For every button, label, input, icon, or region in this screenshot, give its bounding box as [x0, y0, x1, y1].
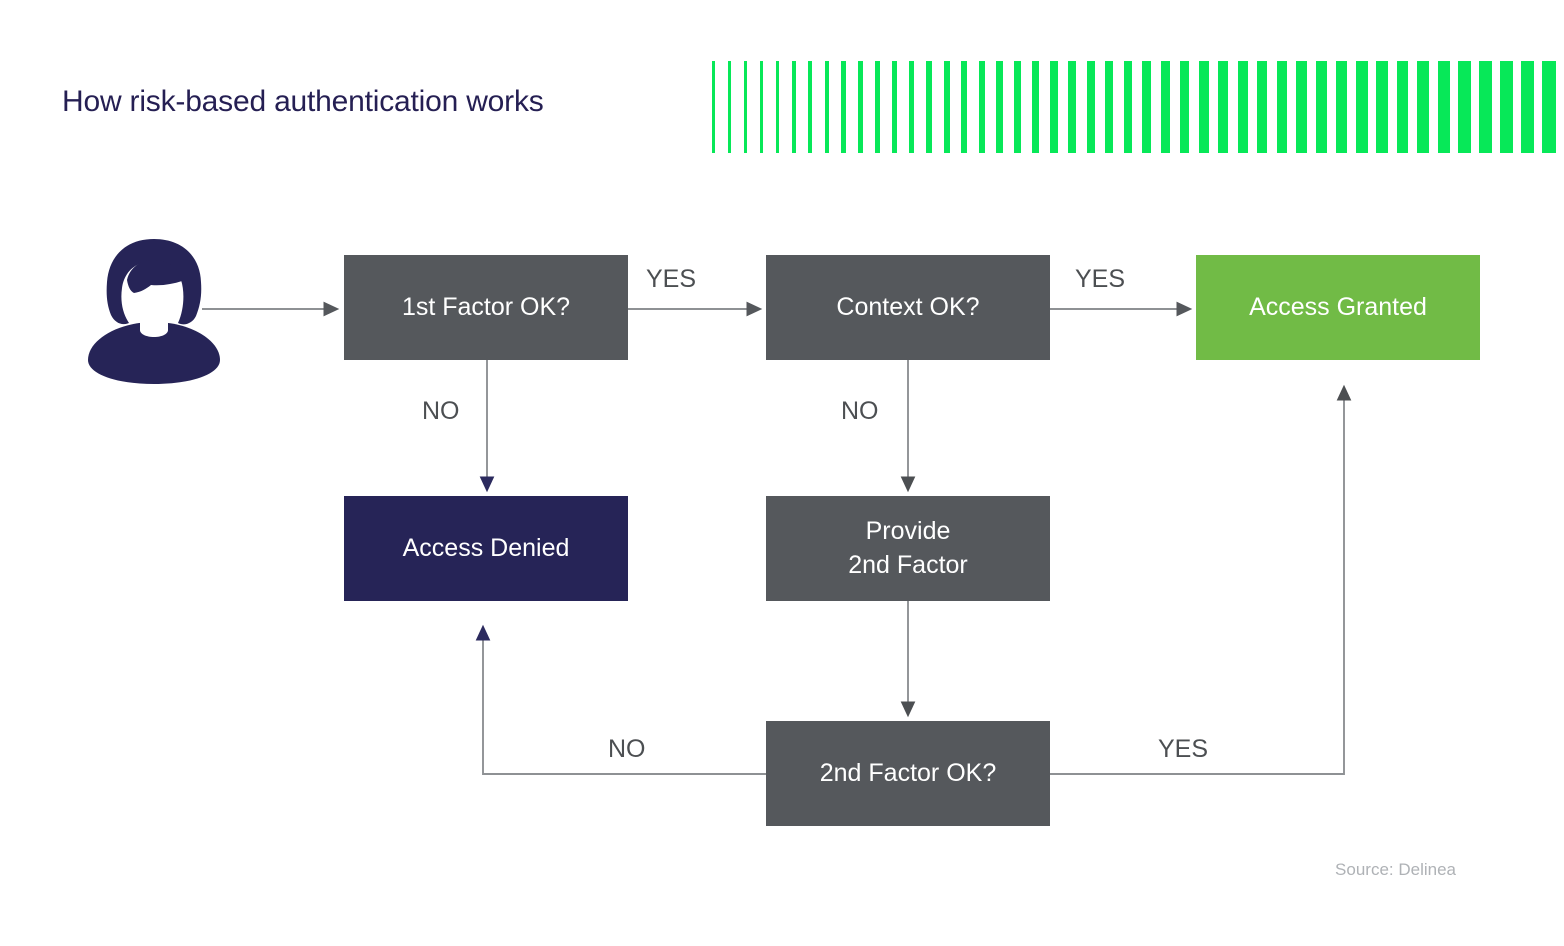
pattern-bar — [1376, 61, 1388, 153]
user-avatar-icon — [88, 239, 220, 384]
pattern-bar — [891, 61, 898, 153]
pattern-bar — [1437, 61, 1450, 153]
node-provide-second-factor[interactable]: Provide 2nd Factor — [766, 496, 1050, 601]
pattern-bar — [1520, 61, 1535, 153]
pattern-bar — [759, 61, 763, 153]
pattern-bar — [1542, 61, 1556, 153]
pattern-bar — [1499, 61, 1513, 153]
pattern-bar — [841, 61, 846, 153]
pattern-bar — [858, 61, 863, 153]
pattern-bar — [1068, 61, 1077, 153]
pattern-bar — [943, 61, 950, 153]
edge-label-no-context: NO — [841, 397, 879, 425]
node-second-factor[interactable]: 2nd Factor OK? — [766, 721, 1050, 826]
node-label-line-2: 2nd Factor — [848, 550, 968, 579]
pattern-bar — [926, 61, 932, 153]
pattern-bar — [1356, 61, 1368, 153]
pattern-bar — [1257, 61, 1268, 153]
node-access-denied[interactable]: Access Denied — [344, 496, 628, 601]
pattern-bar — [1316, 61, 1328, 153]
pattern-bar — [1123, 61, 1133, 153]
pattern-bar — [961, 61, 968, 153]
pattern-bar — [1218, 61, 1229, 153]
node-context[interactable]: Context OK? — [766, 255, 1050, 360]
pattern-bar — [1032, 61, 1040, 153]
pattern-bar — [808, 61, 813, 153]
vertical-bars-pattern-icon — [712, 61, 1564, 153]
pattern-bar — [1105, 61, 1114, 153]
pattern-bar — [996, 61, 1004, 153]
node-label-line-1: Provide — [865, 516, 951, 545]
pattern-bar — [1396, 61, 1409, 153]
pattern-bar — [1276, 61, 1288, 153]
node-access-granted[interactable]: Access Granted — [1196, 255, 1480, 360]
pattern-bar — [1296, 61, 1308, 153]
edge-label-yes-first-factor: YES — [646, 265, 697, 293]
pattern-bar — [1416, 61, 1430, 153]
source-attribution: Source: Delinea — [1335, 860, 1456, 879]
pattern-bar — [1014, 61, 1022, 153]
pattern-bar — [775, 61, 780, 153]
page-title: How risk-based authentication works — [62, 85, 544, 118]
pattern-bar — [1458, 61, 1471, 153]
pattern-bar — [1478, 61, 1492, 153]
pattern-bar — [978, 61, 986, 153]
pattern-bar — [1050, 61, 1058, 153]
pattern-bar — [727, 61, 731, 153]
pattern-bar — [824, 61, 830, 153]
pattern-bar — [1086, 61, 1095, 153]
pattern-bar — [1199, 61, 1209, 153]
edge-label-no-second-factor: NO — [608, 735, 646, 763]
pattern-bar — [1237, 61, 1248, 153]
pattern-bar — [712, 61, 715, 153]
edge-label-no-first-factor: NO — [422, 397, 460, 425]
node-provide-second-factor-label: Provide 2nd Factor — [848, 515, 968, 583]
pattern-bar — [1336, 61, 1348, 153]
node-first-factor[interactable]: 1st Factor OK? — [344, 255, 628, 360]
pattern-bar — [743, 61, 747, 153]
pattern-bar — [791, 61, 796, 153]
pattern-bar — [1142, 61, 1152, 153]
pattern-bar — [874, 61, 880, 153]
pattern-bar — [1180, 61, 1190, 153]
edge-label-yes-second-factor: YES — [1158, 735, 1209, 763]
edge-label-yes-context: YES — [1075, 265, 1126, 293]
pattern-bar — [908, 61, 915, 153]
pattern-bar — [1161, 61, 1171, 153]
